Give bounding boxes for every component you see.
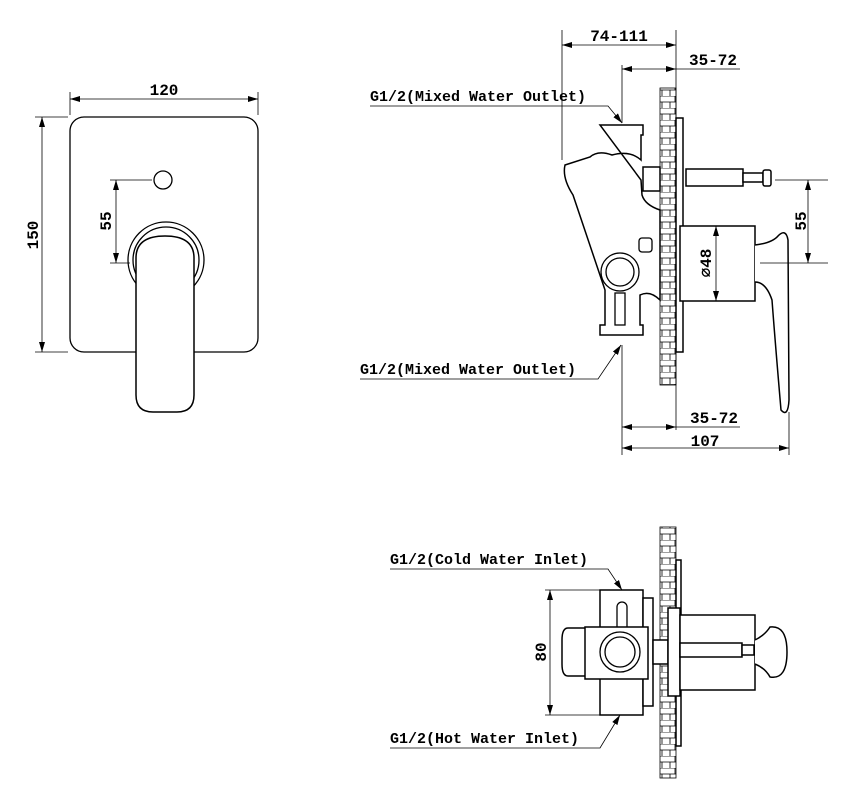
outlet-top-label: G1/2(Mixed Water Outlet) [370,89,586,106]
handle-cylinder [679,225,756,302]
lever-end [754,626,788,679]
wall-range-top-dimension: 35-72 [689,52,737,70]
side-spacing-dimension: 55 [793,211,811,230]
total-depth-dimension: 107 [691,433,720,451]
width-dimension: 120 [150,82,179,100]
side-view: 74-111 35-72 G1/2(Mixed Water Outlet) G1… [360,28,828,455]
diverter-stem [685,168,744,187]
outlet-bottom-label: G1/2(Mixed Water Outlet) [360,362,576,379]
front-spacing-dimension: 55 [98,211,116,230]
diameter-dimension: ⌀48 [698,249,716,278]
side-lever [754,232,790,414]
wall-section [659,87,677,386]
height-dimension: 150 [25,221,43,250]
diverter-button [762,169,772,187]
diverter-knob [153,170,173,190]
inlet-spacing-dimension: 80 [533,642,551,661]
cold-inlet-label: G1/2(Cold Water Inlet) [390,552,588,569]
lever-handle [135,235,195,413]
wall-range-bottom-dimension: 35-72 [690,410,738,428]
depth-range-dimension: 74-111 [590,28,648,46]
hot-inlet-label: G1/2(Hot Water Inlet) [390,731,579,748]
top-view: 80 G1/2(Cold Water Inlet) G1/2(Hot Water… [390,526,788,779]
valve-body [563,124,661,336]
outlet-port [600,252,640,292]
front-view: 120 150 55 [25,82,259,413]
inlet-port [599,631,641,673]
